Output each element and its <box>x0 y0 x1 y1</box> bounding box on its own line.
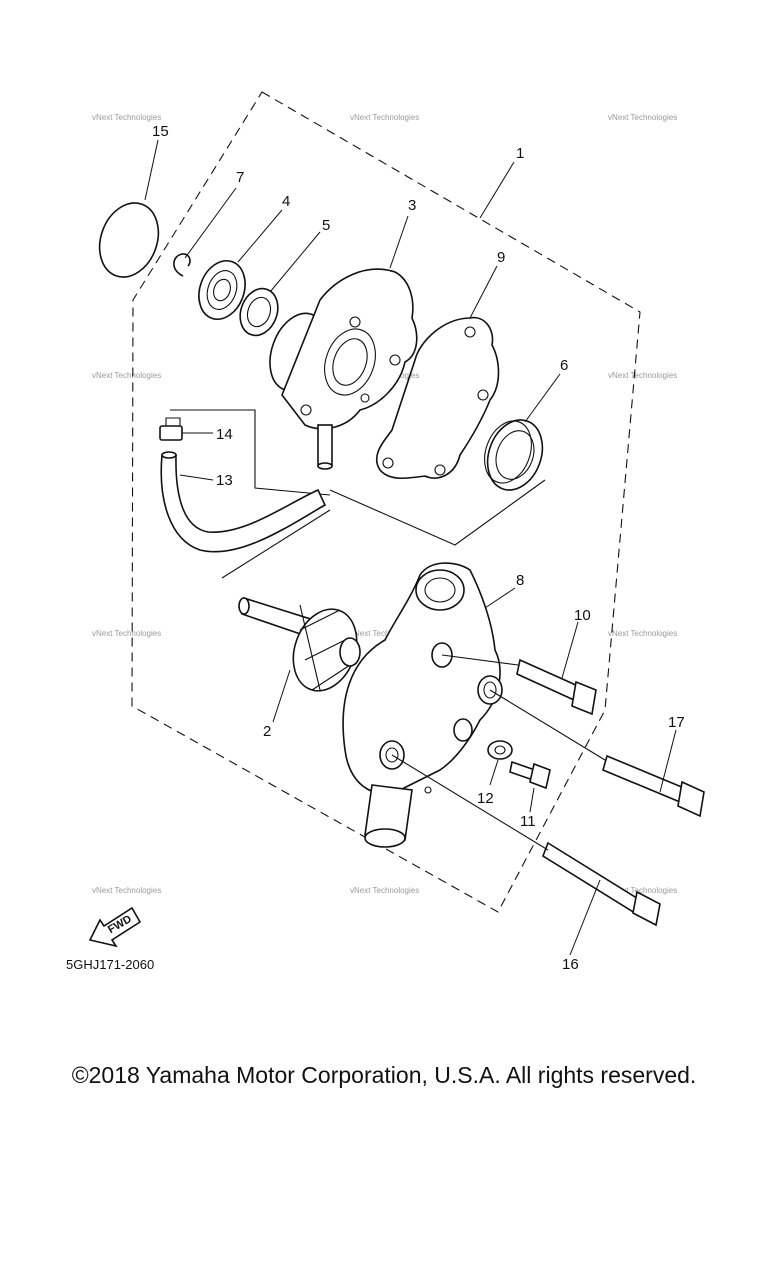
watermark-text: vNext Technologies <box>608 629 677 638</box>
washer <box>487 740 513 760</box>
callout-15: 15 <box>152 123 169 140</box>
callout-12: 12 <box>477 790 494 807</box>
bolt-17 <box>602 754 705 818</box>
pump-housing <box>269 268 418 470</box>
callout-labels: 1 2 3 4 5 6 7 8 9 10 11 12 13 14 15 16 1… <box>152 123 685 973</box>
callout-10: 10 <box>574 607 591 624</box>
leader-lines <box>144 139 677 956</box>
watermarks: vNext Technologies vNext Technologies vN… <box>92 113 677 895</box>
callout-13: 13 <box>216 472 233 489</box>
callout-3: 3 <box>408 197 416 214</box>
callout-14: 14 <box>216 426 233 443</box>
watermark-text: vNext Technologies <box>350 629 419 638</box>
bolt-16 <box>542 841 661 927</box>
watermark-text: vNext Technologies <box>92 886 161 895</box>
watermark-text: vNext Technologies <box>608 886 677 895</box>
diagram-code: 5GHJ171-2060 <box>66 957 154 972</box>
bypass-hose <box>160 454 327 553</box>
watermark-text: vNext Technologies <box>350 886 419 895</box>
watermark-text: vNext Technologies <box>608 113 677 122</box>
impeller <box>238 596 361 692</box>
watermark-text: vNext Technologies <box>608 371 677 380</box>
callout-1: 1 <box>516 145 524 162</box>
bearing <box>198 260 246 320</box>
o-ring <box>98 202 160 278</box>
assembly-guide-line <box>170 409 331 496</box>
pump-body <box>342 562 503 848</box>
watermark-text: vNext Technologies <box>350 113 419 122</box>
hose-end <box>161 451 177 459</box>
bolt-alignment-line <box>391 754 549 851</box>
callout-4: 4 <box>282 193 290 210</box>
assembly-guide-line <box>329 479 546 546</box>
callout-17: 17 <box>668 714 685 731</box>
callout-11: 11 <box>520 813 536 830</box>
gasket <box>375 316 500 480</box>
watermark-text: vNext Technologies <box>92 371 161 380</box>
circlip <box>173 253 191 277</box>
copyright-notice: ©2018 Yamaha Motor Corporation, U.S.A. A… <box>71 1062 697 1088</box>
callout-16: 16 <box>562 956 579 973</box>
exploded-parts-diagram: vNext Technologies vNext Technologies vN… <box>66 91 705 973</box>
callout-2: 2 <box>263 723 271 740</box>
assembly-guide-line <box>221 509 331 579</box>
watermark-text: vNext Technologies <box>92 629 161 638</box>
bolt-10 <box>516 658 597 716</box>
callout-8: 8 <box>516 572 524 589</box>
watermark-text: vNext Technologies <box>92 113 161 122</box>
bolt-alignment-line <box>441 654 519 666</box>
bolt-alignment-line <box>489 689 606 761</box>
impeller-bearing <box>484 419 544 491</box>
hose-clamp <box>159 417 183 441</box>
oil-seal <box>239 287 279 337</box>
assembly-outline <box>131 91 641 913</box>
callout-9: 9 <box>497 249 505 266</box>
forward-direction-arrow: FWD <box>88 906 142 948</box>
gasket-holes <box>382 326 489 476</box>
callout-7: 7 <box>236 169 244 186</box>
callout-6: 6 <box>560 357 568 374</box>
short-bolt <box>509 760 551 790</box>
callout-5: 5 <box>322 217 330 234</box>
